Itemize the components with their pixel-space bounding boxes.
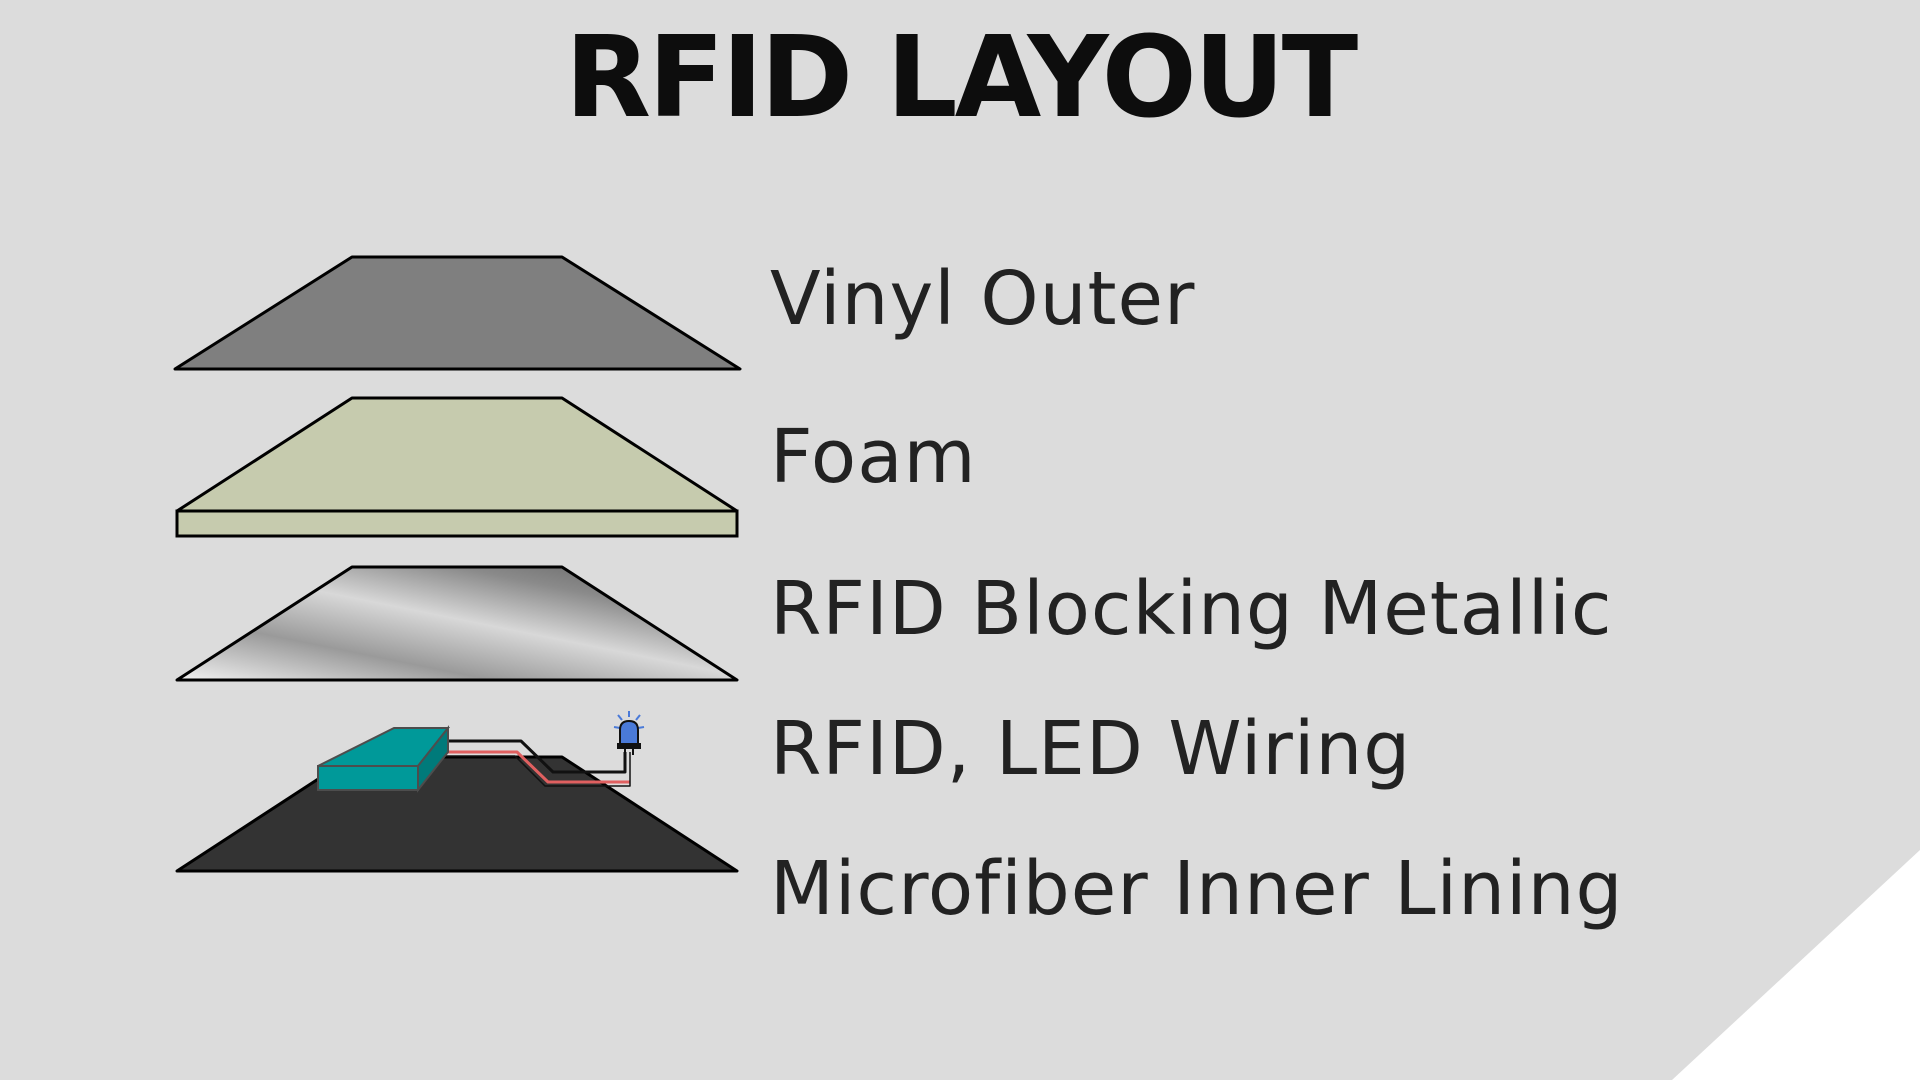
led-ray — [613, 726, 621, 729]
layer-label-microfiber-inner-lining: Microfiber Inner Lining — [770, 846, 1624, 932]
red-wire — [438, 750, 630, 784]
rfid-chip-front — [317, 765, 419, 791]
rfid-chip-side — [417, 725, 449, 793]
led-base — [617, 743, 641, 749]
layer-label-foam: Foam — [770, 414, 977, 500]
rfid-chip — [317, 725, 451, 793]
rfid-blocking-metallic-layer-shape — [175, 565, 739, 682]
corner-wedge — [1672, 850, 1920, 1080]
led-icon — [613, 711, 645, 755]
vinyl-outer-layer-shape — [173, 255, 742, 371]
led-ray — [635, 714, 641, 721]
black-wire — [438, 739, 627, 774]
foam-top-face — [175, 396, 739, 513]
led-body — [619, 719, 639, 745]
led-ray — [617, 714, 623, 721]
microfiber-inner-lining-layer-shape — [175, 755, 739, 873]
led-ray — [637, 726, 645, 729]
layer-label-rfid-blocking-metallic: RFID Blocking Metallic — [770, 566, 1613, 652]
slide-title: RFID LAYOUT — [564, 13, 1358, 143]
foam-layer-shape — [175, 396, 739, 538]
rfid-led-wiring-shape — [317, 711, 645, 793]
layer-label-rfid-led-wiring: RFID, LED Wiring — [770, 706, 1412, 792]
red-wire-outline — [438, 752, 631, 787]
foam-front-edge — [175, 509, 739, 538]
layer-label-vinyl-outer: Vinyl Outer — [770, 256, 1196, 342]
